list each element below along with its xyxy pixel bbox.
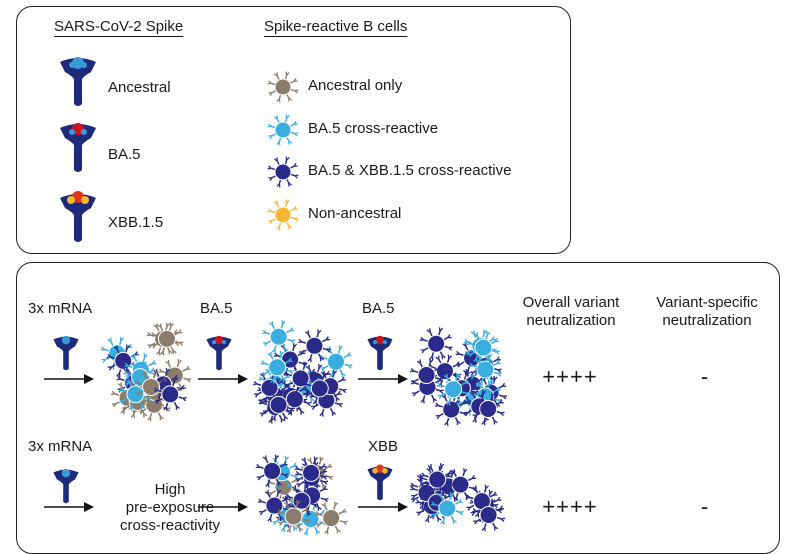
bcell-label-xbb-cross: BA.5 & XBB.1.5 cross-reactive [308, 162, 511, 180]
col-overall-line1: Overall variant [508, 294, 634, 312]
spike-icon-row1-1 [52, 332, 80, 372]
bcell-cluster-row2-pre [252, 455, 352, 535]
row1-label-3: BA.5 [362, 300, 395, 318]
row1-label-2: BA.5 [200, 300, 233, 318]
row2-text-line3: cross-reactivity [110, 517, 230, 535]
spike-icon-ancestral [58, 52, 98, 108]
bcell-cluster-row1-pre [96, 322, 192, 426]
row2-specific-value: - [660, 494, 750, 520]
bcell-xbb-cross [298, 329, 331, 362]
bcell-icon-xbb-cross [266, 155, 300, 189]
bcell-icon-ancestral-only [266, 70, 300, 104]
arrow-icon-row1-1 [44, 372, 94, 386]
row1-label-1: 3x mRNA [28, 300, 92, 318]
arrow-icon-row2-1 [44, 500, 94, 514]
bcell-icon-ba5-cross [268, 115, 299, 146]
bcell-legend-header: Spike-reactive B cells [264, 18, 407, 36]
arrow-icon-row2-3 [358, 500, 408, 514]
arrow-icon-row2-2 [198, 500, 248, 514]
bcell-label-ba5-cross: BA.5 cross-reactive [308, 120, 438, 138]
row2-label-1: 3x mRNA [28, 438, 92, 456]
bcell-label-non-ancestral: Non-ancestral [308, 205, 401, 223]
arrow-icon-row1-3 [358, 372, 408, 386]
spike-icon-row2-1 [52, 465, 80, 505]
bcell-label-ancestral-only: Ancestral only [308, 77, 402, 95]
spike-icon-row1-2 [205, 332, 233, 372]
bcell-icon-ancestral-only [268, 72, 299, 103]
bcell-xbb-cross [420, 327, 453, 360]
row2-overall-value: ++++ [520, 494, 620, 520]
bcell-icon-non-ancestral [266, 198, 300, 232]
row1-overall-value: ++++ [520, 364, 620, 390]
row2-text-line1: High [110, 481, 230, 499]
spike-label-xbb: XBB.1.5 [108, 214, 163, 232]
col-specific-line1: Variant-specific [644, 294, 770, 312]
arrow-icon-row1-2 [198, 372, 248, 386]
spike-legend-header: SARS-CoV-2 Spike [54, 18, 183, 36]
bcell-icon-xbb-cross [268, 157, 299, 188]
bcell-ba5-cross [262, 320, 295, 353]
col-specific-header: Variant-specific neutralization [644, 294, 770, 330]
col-overall-line2: neutralization [508, 312, 634, 330]
spike-icon-row2-3 [366, 462, 394, 502]
spike-icon-xbb [58, 188, 98, 244]
bcell-ancestral-only [315, 502, 348, 535]
row2-label-3: XBB [368, 438, 398, 456]
spike-icon-row1-3 [366, 332, 394, 372]
row1-specific-value: - [660, 364, 750, 390]
col-specific-line2: neutralization [644, 312, 770, 330]
col-overall-header: Overall variant neutralization [508, 294, 634, 330]
bcell-icon-non-ancestral [268, 200, 299, 231]
spike-label-ba5: BA.5 [108, 146, 141, 164]
spike-icon-ba5 [58, 118, 98, 174]
bcell-cluster-row1-ba5 [252, 322, 352, 426]
spike-label-ancestral: Ancestral [108, 79, 171, 97]
bcell-icon-ba5-cross [266, 113, 300, 147]
bcell-cluster-row2-xbb [412, 458, 508, 534]
bcell-cluster-row1-ba5-boost [412, 322, 508, 426]
